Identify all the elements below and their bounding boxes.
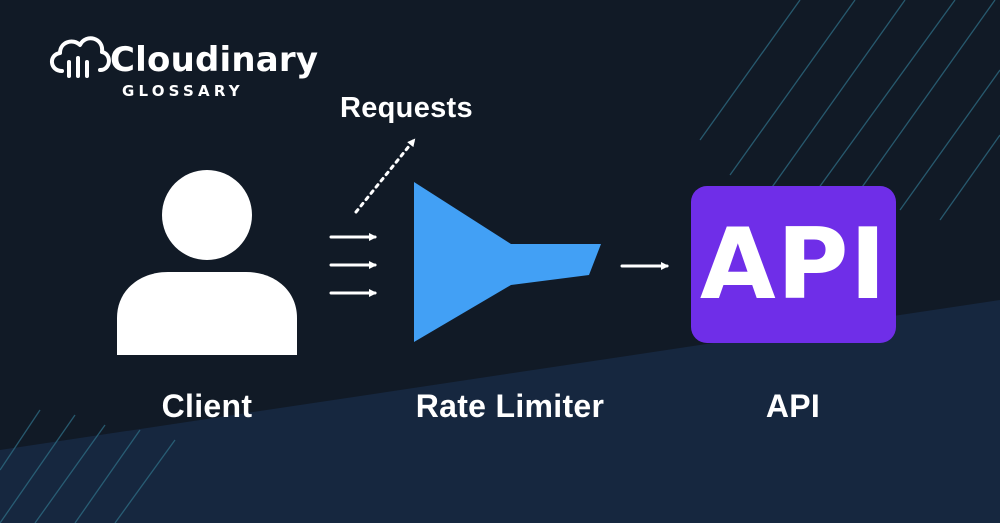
brand-subtitle: GLOSSARY: [122, 82, 244, 100]
api-box-text: API: [699, 207, 888, 322]
decorative-streaks-top-right: [699, 0, 1000, 221]
requests-dotted-arrow: [354, 138, 416, 214]
api-label: API: [765, 388, 821, 424]
api-box: API: [691, 186, 896, 343]
rate-limiter-label: Rate Limiter: [415, 388, 605, 424]
client-label: Client: [161, 388, 253, 424]
funnel-icon: [414, 182, 601, 342]
cloud-bars-icon: [50, 36, 111, 78]
requests-label: Requests: [340, 92, 473, 124]
user-icon: [117, 170, 297, 355]
background-bottom-band: [0, 300, 1000, 523]
brand-name: Cloudinary: [110, 40, 319, 80]
incoming-request-arrows: [329, 233, 377, 297]
decorative-streaks-bottom-left: [0, 409, 176, 523]
